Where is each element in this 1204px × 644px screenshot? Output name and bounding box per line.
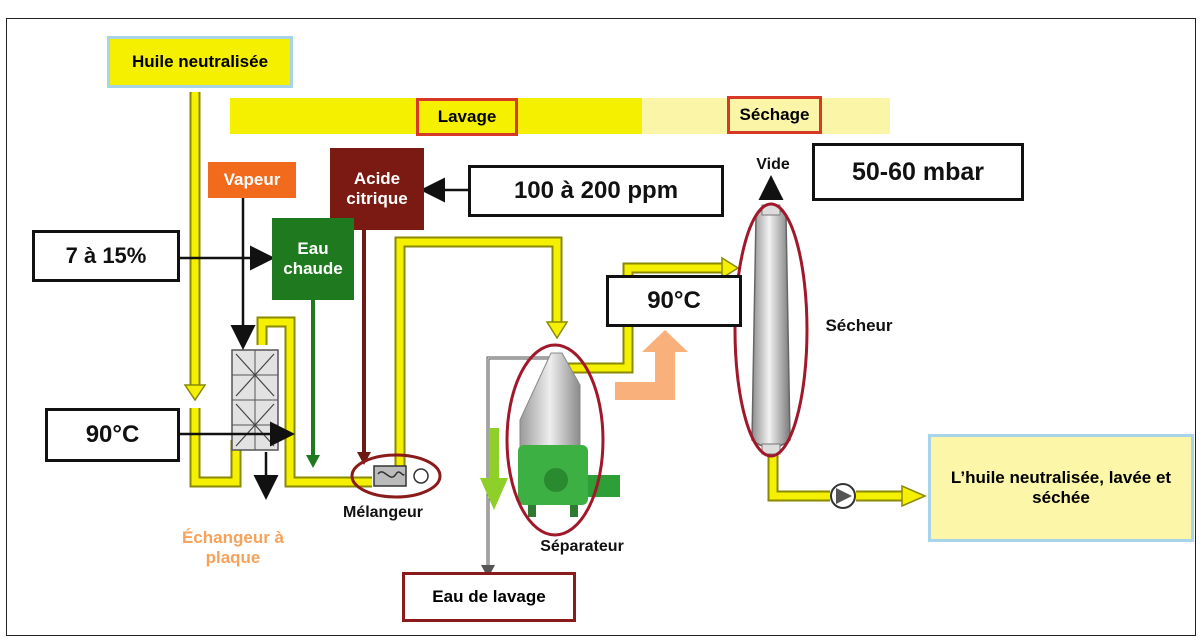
temperature-input-label: 90°C [45, 408, 180, 462]
eau-de-lavage-label: Eau de lavage [402, 572, 576, 622]
lavage-label: Lavage [416, 98, 518, 136]
ppm-label: 100 à 200 ppm [468, 165, 724, 217]
echangeur-label: Échangeur à plaque [181, 528, 285, 567]
diagram-frame [6, 18, 1196, 636]
separator [505, 343, 620, 537]
heat-arrow [615, 330, 688, 400]
melangeur-label: Mélangeur [342, 503, 423, 521]
acid-line [357, 228, 371, 465]
percentage-label: 7 à 15% [32, 230, 180, 282]
output-oil-label: L’huile neutralisée, lavée et séchée [928, 434, 1194, 542]
pump [830, 483, 856, 509]
mixer [350, 453, 442, 499]
separateur-label: Séparateur [540, 537, 624, 555]
dryer [733, 202, 809, 458]
temperature-dryer-inlet-label: 90°C [606, 275, 742, 327]
hot-water-line [306, 300, 320, 468]
input-oil-label: Huile neutralisée [107, 36, 293, 88]
secheur-label: Sécheur [825, 316, 893, 336]
mbar-label: 50-60 mbar [812, 143, 1024, 201]
water-down-arrow [480, 428, 508, 510]
vide-label: Vide [756, 155, 790, 173]
sechage-label: Séchage [727, 96, 822, 134]
vapeur-label: Vapeur [208, 162, 296, 198]
acide-citrique-label: Acide citrique [330, 148, 424, 230]
feed-arrows [180, 175, 784, 500]
oil-pipes [183, 92, 927, 508]
eau-chaude-label: Eau chaude [272, 218, 354, 300]
